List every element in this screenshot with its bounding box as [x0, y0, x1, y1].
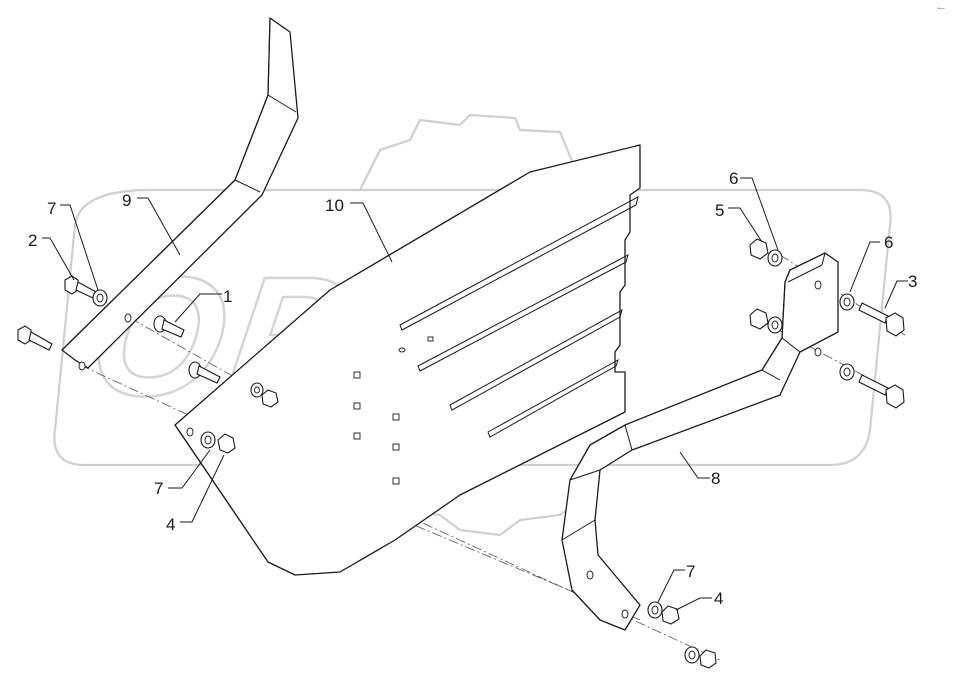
bolt-3-upper — [858, 302, 905, 337]
callout-7-left: 7 — [47, 199, 56, 218]
bolt-1-lower — [188, 361, 221, 384]
nut-5-lower — [749, 308, 769, 330]
hardware — [17, 238, 905, 669]
nut-5-upper — [749, 238, 769, 260]
bolt-3-lower — [858, 374, 905, 409]
callout-5: 5 — [715, 201, 724, 220]
leader-lines — [42, 177, 908, 611]
callout-7-bottom: 7 — [686, 562, 695, 581]
nut-4-plate — [217, 433, 236, 454]
nut-4-mid — [261, 389, 279, 408]
callout-labels: 7 2 9 1 10 7 4 5 6 6 3 8 7 4 — [28, 169, 917, 608]
callout-4-plate: 4 — [166, 515, 175, 534]
callout-4-bottom: 4 — [714, 589, 723, 608]
bolt-2-upper — [64, 275, 97, 299]
callout-6-upper: 6 — [729, 169, 738, 188]
callout-7-plate: 7 — [154, 479, 163, 498]
callout-6-right: 6 — [884, 233, 893, 252]
callout-3: 3 — [908, 272, 917, 291]
callout-8: 8 — [711, 469, 720, 488]
nut-4-bottom — [661, 605, 680, 625]
bolt-1-upper — [153, 315, 185, 338]
bolt-2-lower — [17, 325, 53, 351]
callout-1: 1 — [223, 287, 232, 306]
corner-mark: •— — [938, 6, 945, 12]
callout-10: 10 — [325, 196, 344, 215]
callout-9: 9 — [122, 191, 131, 210]
part-8-right-bracket — [561, 252, 839, 631]
part-9-side-bracket — [61, 17, 299, 371]
callout-2: 2 — [28, 231, 37, 250]
nut-4-lowest — [699, 649, 717, 669]
part-10-main-plate — [174, 144, 641, 576]
